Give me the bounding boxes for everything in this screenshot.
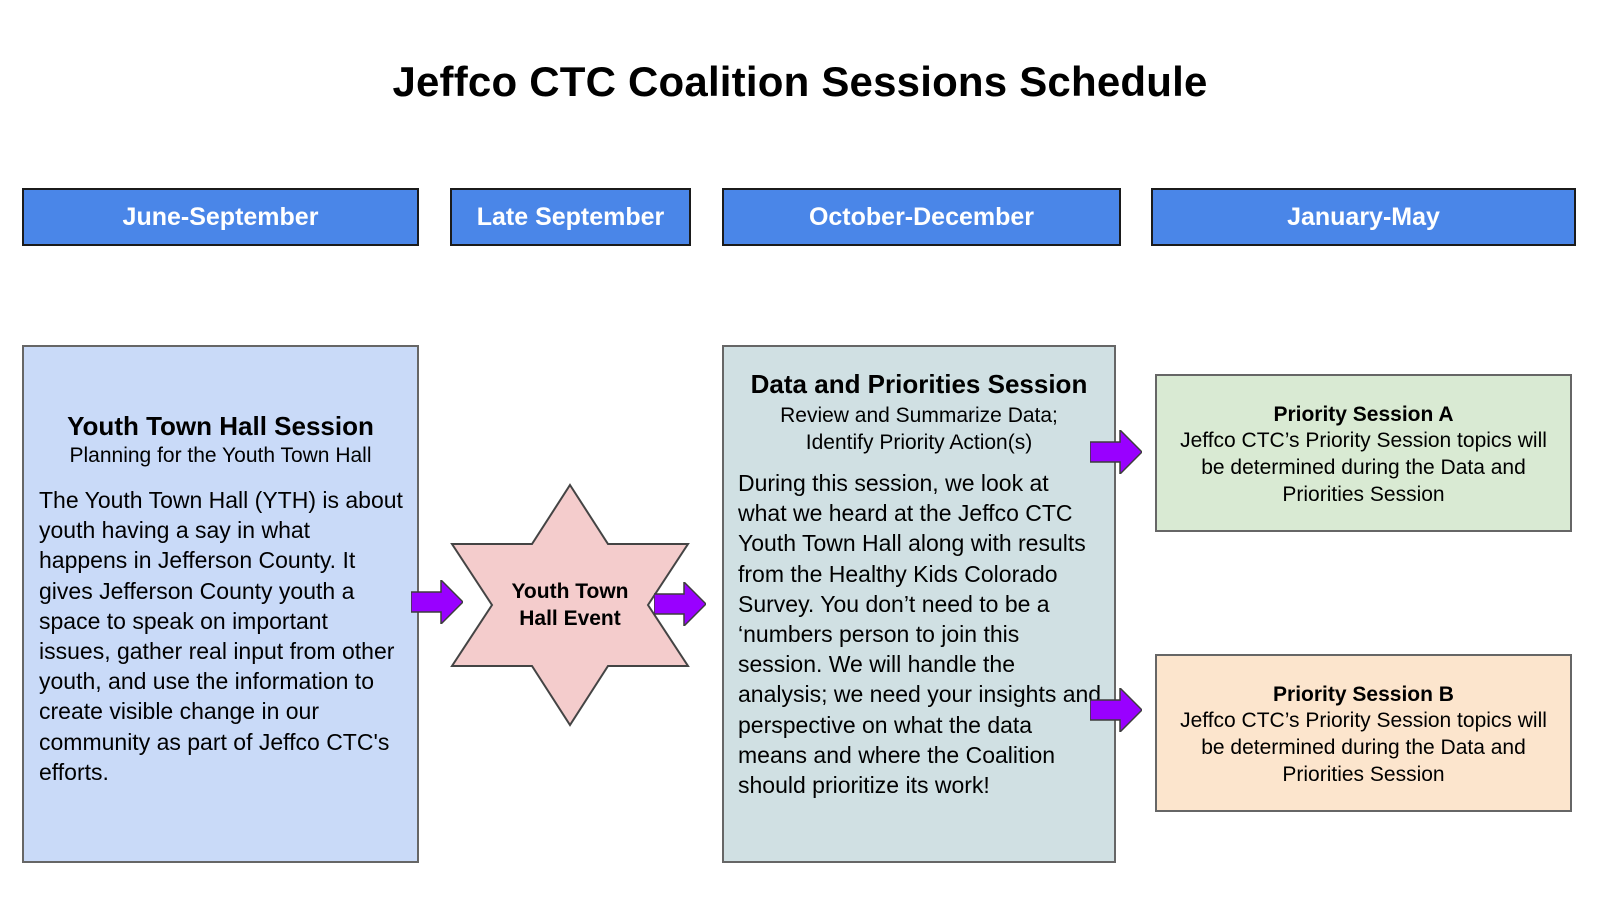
youth-town-hall-session-title: Youth Town Hall Session <box>67 411 374 441</box>
priority-session-a-description: Jeffco CTC’s Priority Session topics wil… <box>1180 429 1547 506</box>
data-priorities-session-subtitle: Review and Summarize Data; Identify Prio… <box>780 404 1058 454</box>
page-title: Jeffco CTC Coalition Sessions Schedule <box>392 58 1208 105</box>
arrow-right-icon <box>1090 688 1142 732</box>
phase-header-january-may: January-May <box>1151 188 1576 246</box>
data-priorities-session-description: During this session, we look at what we … <box>738 470 1102 799</box>
youth-town-hall-session-box: Youth Town Hall Session Planning for the… <box>22 345 419 863</box>
data-priorities-session-title: Data and Priorities Session <box>750 369 1088 399</box>
priority-session-a-title: Priority Session A <box>1273 403 1454 426</box>
priority-session-a-box: Priority Session A Jeffco CTC’s Priority… <box>1155 374 1572 532</box>
phase-header-late-september: Late September <box>450 188 691 246</box>
arrow-right-icon <box>654 582 706 626</box>
priority-session-b-title: Priority Session B <box>1273 683 1454 706</box>
youth-town-hall-session-subtitle: Planning for the Youth Town Hall <box>69 444 372 467</box>
phase-header-june-september: June-September <box>22 188 419 246</box>
phase-header-october-december: October-December <box>722 188 1121 246</box>
priority-session-b-box: Priority Session B Jeffco CTC’s Priority… <box>1155 654 1572 812</box>
arrow-right-icon <box>1090 430 1142 474</box>
youth-town-hall-session-description: The Youth Town Hall (YTH) is about youth… <box>39 487 403 785</box>
arrow-right-icon <box>411 580 463 624</box>
data-priorities-session-box: Data and Priorities Session Review and S… <box>722 345 1116 863</box>
priority-session-b-description: Jeffco CTC’s Priority Session topics wil… <box>1180 709 1547 786</box>
youth-town-hall-event-label: Youth Town Hall Event <box>511 580 629 630</box>
six-point-star-shape <box>450 483 690 727</box>
